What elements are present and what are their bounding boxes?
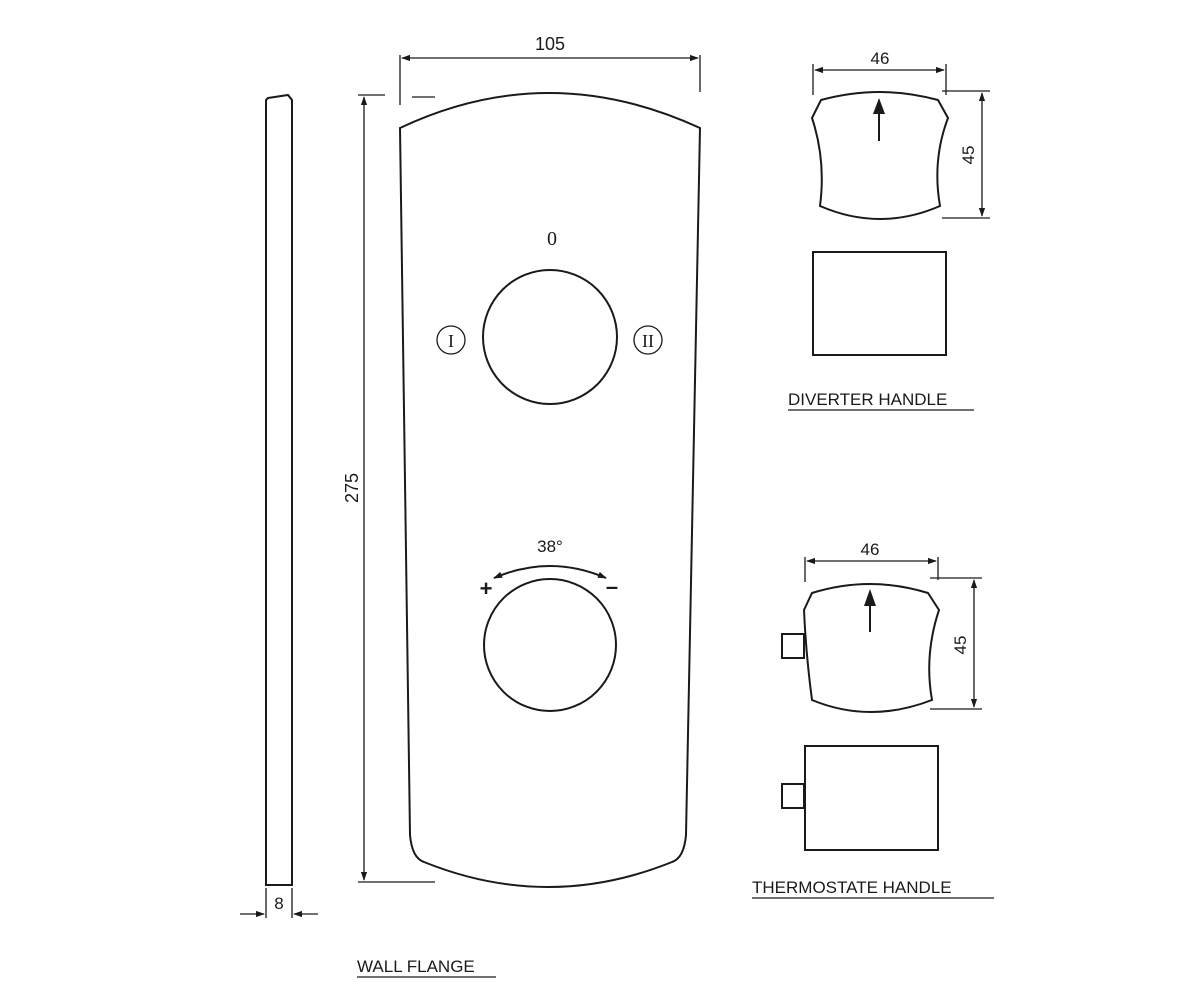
thermostat-knob-circle (483, 578, 617, 712)
wall-flange-label: WALL FLANGE (357, 957, 475, 976)
thermostate-width-dimension: 46 (861, 540, 880, 559)
diverter-indicator-arrow (873, 98, 885, 114)
rotation-arc (493, 565, 607, 579)
thermostate-stop-button (781, 633, 805, 659)
thermostate-indicator-arrow (864, 589, 876, 606)
thermostate-handle: 46 45 THERMOSTATE HANDLE (752, 540, 994, 899)
position-II-label: II (642, 331, 654, 351)
diverter-knob-circle (482, 269, 618, 405)
thermostate-handle-side (804, 745, 939, 851)
position-I-marker (436, 325, 466, 355)
thermostate-handle-front (802, 583, 941, 713)
thermostate-height-dimension: 45 (951, 636, 970, 655)
minus-symbol: – (606, 574, 618, 599)
depth-dimension-label: 8 (274, 894, 283, 913)
diverter-handle: 46 45 DIVERTER HANDLE (788, 49, 990, 411)
position-0-label: 0 (547, 228, 557, 250)
flange-height-dimension: 275 (342, 473, 362, 503)
thermostate-side-stop-button (781, 783, 805, 809)
diverter-handle-label: DIVERTER HANDLE (788, 390, 947, 409)
diverter-height-dimension: 45 (959, 146, 978, 165)
thermostate-handle-label: THERMOSTATE HANDLE (752, 878, 952, 897)
position-II-marker (633, 325, 663, 355)
flange-width-dimension: 105 (535, 34, 565, 54)
diverter-handle-side (812, 251, 947, 356)
diverter-handle-front (810, 91, 950, 220)
wall-flange: 105 275 0 I II 38° + – WALL FLANGE (342, 34, 702, 978)
diverter-width-dimension: 46 (871, 49, 890, 68)
flange-side-profile: 8 (240, 93, 318, 918)
rotation-angle-label: 38° (537, 537, 563, 556)
position-I-label: I (448, 331, 454, 351)
flange-outline (398, 92, 702, 888)
plus-symbol: + (480, 576, 493, 601)
